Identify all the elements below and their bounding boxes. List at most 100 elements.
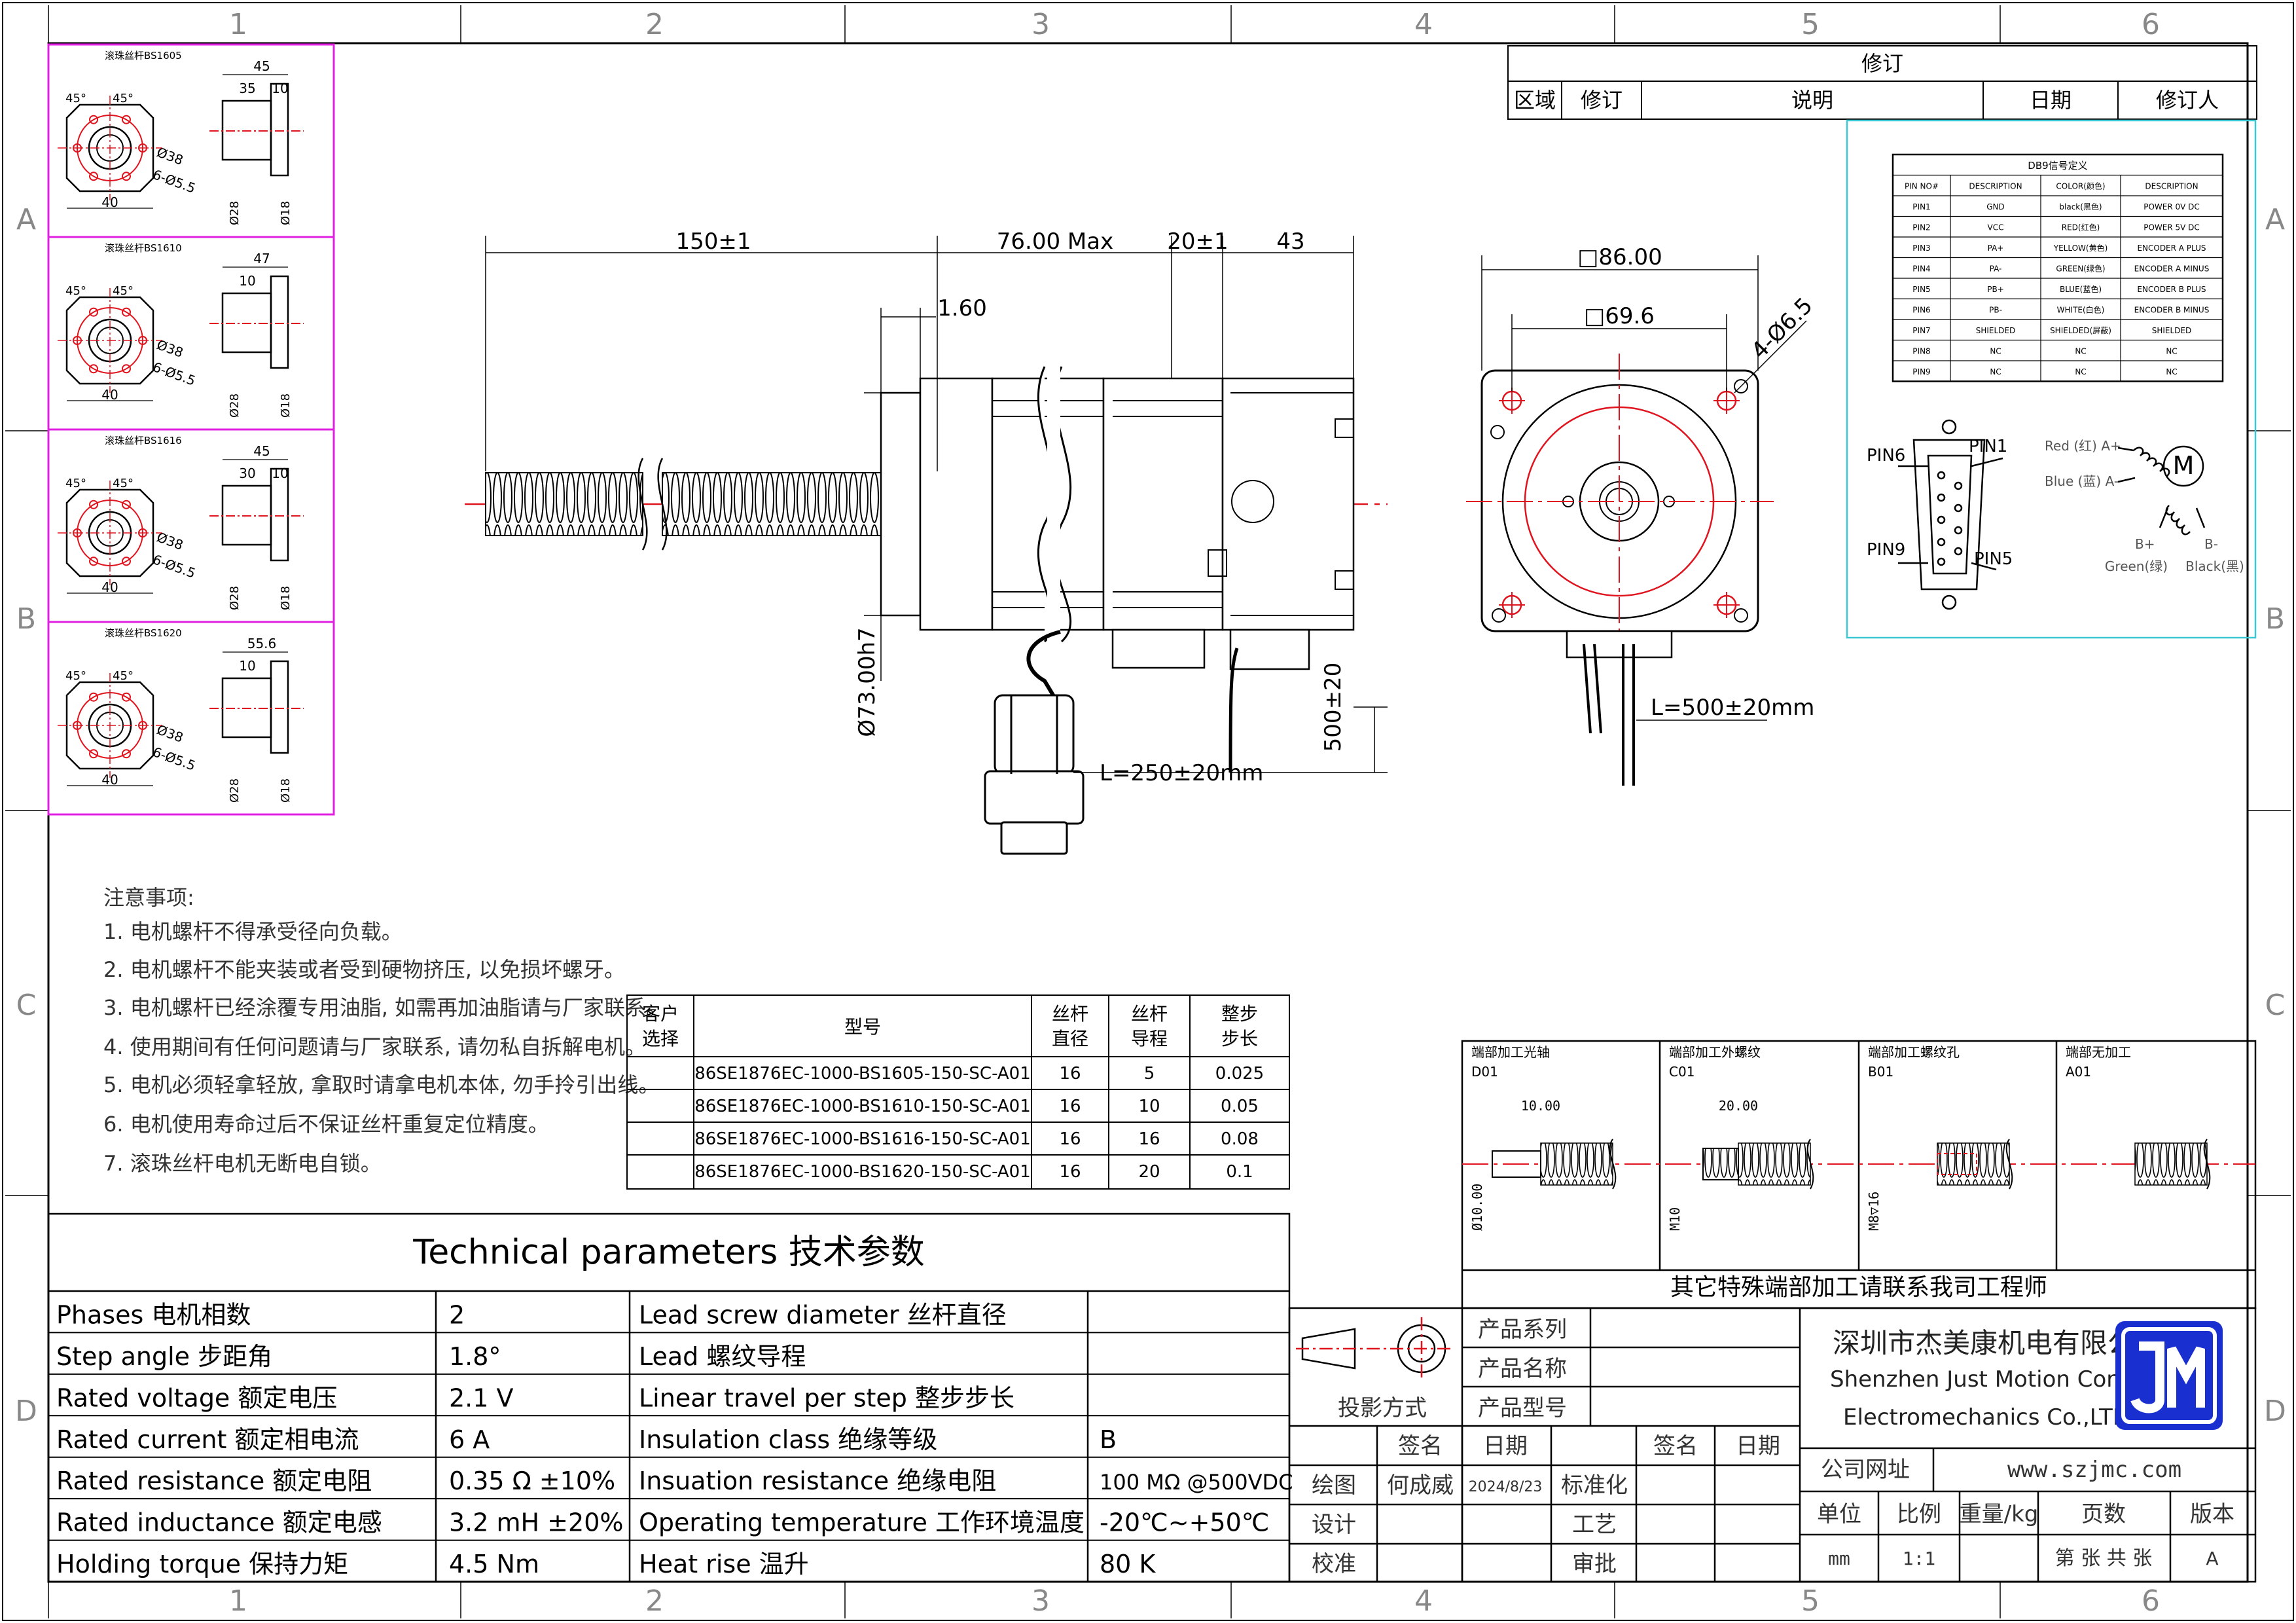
- bcd-dim: Ø38: [154, 529, 185, 553]
- date-label-2: 日期: [1736, 1433, 1780, 1459]
- bolt-hole-icon: [122, 556, 131, 566]
- bolt-dim: 6-Ø5.5: [151, 359, 198, 389]
- model-cell: 0.08: [1221, 1129, 1259, 1149]
- grid-col-label: 6: [2142, 8, 2160, 41]
- nut-d1: Ø28: [228, 586, 242, 610]
- encoder-cable: [1026, 630, 1062, 708]
- bolt-hole-icon: [122, 172, 131, 181]
- model-cell: 16: [1059, 1129, 1081, 1149]
- db9-connector: [984, 694, 1085, 855]
- approve-label: 审批: [1572, 1551, 1617, 1577]
- db9-cell: NC: [2075, 367, 2086, 376]
- bolt-dim: 6-Ø5.5: [151, 166, 198, 196]
- db9-cell: NC: [2166, 347, 2177, 356]
- end-dim: 20.00: [1719, 1098, 1758, 1114]
- grid-col-label: 2: [645, 8, 664, 41]
- db9-cell: SHIELDED(屏蔽): [2050, 326, 2111, 335]
- db9-pinout-icon: [1898, 419, 2003, 610]
- model-header: 客户选择: [642, 1003, 679, 1049]
- angle-dim: 45°: [65, 284, 86, 298]
- db9-header: PIN NO#: [1905, 182, 1939, 191]
- db9-cell: POWER 5V DC: [2144, 223, 2200, 232]
- end-dim: 10.00: [1521, 1098, 1560, 1114]
- angle-dim: 45°: [113, 477, 134, 490]
- website-label: 公司网址: [1821, 1457, 1910, 1483]
- pin5-label: PIN5: [1974, 549, 2013, 569]
- model-header: 型号: [844, 1016, 881, 1038]
- jmc-logo-icon: [2115, 1321, 2223, 1430]
- ballscrew-title: 滚珠丝杆BS1605: [105, 50, 182, 62]
- nut-dim-b: 10: [272, 81, 288, 96]
- bolt-hole-icon: [89, 364, 98, 374]
- grid-col-label: 6: [2142, 1584, 2160, 1618]
- nut-d1: Ø28: [228, 393, 242, 418]
- tech-param-label: Step angle 步距角: [56, 1342, 272, 1371]
- motor-cable-length: 500±20: [1320, 663, 1346, 752]
- end-code: C01: [1669, 1064, 1695, 1080]
- grid-col-label: 3: [1031, 1584, 1050, 1618]
- db9-cell: PB-: [1989, 306, 2002, 315]
- grid-row-label: B: [16, 602, 36, 636]
- model-cell: 16: [1059, 1162, 1081, 1182]
- db9-cell: PIN9: [1912, 367, 1930, 376]
- grid-row-label: D: [15, 1395, 37, 1428]
- tech-param-label: Lead 螺纹导程: [639, 1342, 806, 1371]
- tech-param-value: 4.5 Nm: [449, 1550, 539, 1578]
- db9-header: DESCRIPTION: [2145, 182, 2198, 191]
- motor-symbol: M: [2173, 451, 2195, 480]
- dim-encoder-length: 20±1: [1167, 228, 1228, 255]
- ballscrew-title: 滚珠丝杆BS1620: [105, 627, 182, 639]
- nut-length: 47: [253, 251, 270, 266]
- bolt-hole-icon: [89, 692, 98, 702]
- flange-dim: 40: [101, 387, 118, 403]
- grid-col-label: 1: [229, 1584, 247, 1618]
- db9-cell: PIN7: [1912, 326, 1930, 335]
- bolt-hole-icon: [89, 172, 98, 181]
- note-item: 3. 电机螺杆已经涂覆专用油脂, 如需再加油脂请与厂家联系。: [103, 995, 667, 1020]
- tech-param-label: Holding torque 保持力矩: [56, 1550, 348, 1578]
- grid-col-label: 5: [1801, 1584, 1820, 1618]
- unit-value: mm: [1828, 1548, 1850, 1569]
- tech-param-label: Lead screw diameter 丝杆直径: [639, 1300, 1007, 1329]
- model-cell: 10: [1138, 1097, 1160, 1116]
- version-value: A: [2206, 1548, 2218, 1569]
- motor-front-cap: [919, 377, 994, 631]
- grid-row-label: A: [2265, 203, 2285, 236]
- nut-flange: [65, 296, 154, 385]
- pin1-label: PIN1: [1969, 437, 2007, 456]
- db9-cell: RED(红色): [2062, 223, 2100, 232]
- note-item: 2. 电机螺杆不能夹装或者受到硬物挤压, 以免损坏螺牙。: [103, 957, 625, 982]
- tech-param-value: 80 K: [1100, 1550, 1156, 1578]
- company-name-en-2: Electromechanics Co.,LTD: [1843, 1404, 2130, 1431]
- front-cable-length: L=500±20mm: [1651, 695, 1814, 721]
- ballscrew-title: 滚珠丝杆BS1610: [105, 242, 182, 254]
- dim-holes: 4-Ø6.5: [1746, 293, 1818, 364]
- dim-tail-length: 43: [1276, 228, 1304, 255]
- tech-param-label: Rated voltage 额定电压: [56, 1383, 337, 1412]
- nut-dim-a: 10: [239, 273, 255, 289]
- dim-pilot-diameter: Ø73.00h7: [854, 627, 880, 737]
- model-cell: 0.1: [1226, 1162, 1253, 1182]
- db9-cell: PIN6: [1912, 306, 1930, 315]
- note-item: 5. 电机必须轻拿轻放, 拿取时请拿电机本体, 勿手拎引出线。: [103, 1072, 659, 1097]
- motor-winding-icon: [2117, 445, 2206, 536]
- bcd-dim: Ø38: [154, 337, 185, 361]
- weight-label: 重量/kg: [1960, 1501, 2039, 1527]
- tech-param-label: Insulation class 绝缘等级: [639, 1425, 937, 1454]
- db9-cell: ENCODER A PLUS: [2137, 244, 2206, 253]
- product-series-label: 产品系列: [1478, 1317, 1567, 1343]
- db9-cell: PA+: [1988, 244, 2004, 253]
- grid-row-label: B: [2265, 602, 2285, 636]
- db9-cell: black(黑色): [2059, 202, 2102, 211]
- projection-label: 投影方式: [1338, 1395, 1427, 1421]
- lead-screw: [485, 472, 643, 536]
- drawn-by: 何成威: [1387, 1472, 1454, 1499]
- flange-dim: 40: [101, 194, 118, 210]
- db9-cell: NC: [2166, 367, 2177, 376]
- revision-header: 区域: [1514, 88, 1556, 113]
- company-name-cn: 深圳市杰美康机电有限公司: [1833, 1327, 2162, 1359]
